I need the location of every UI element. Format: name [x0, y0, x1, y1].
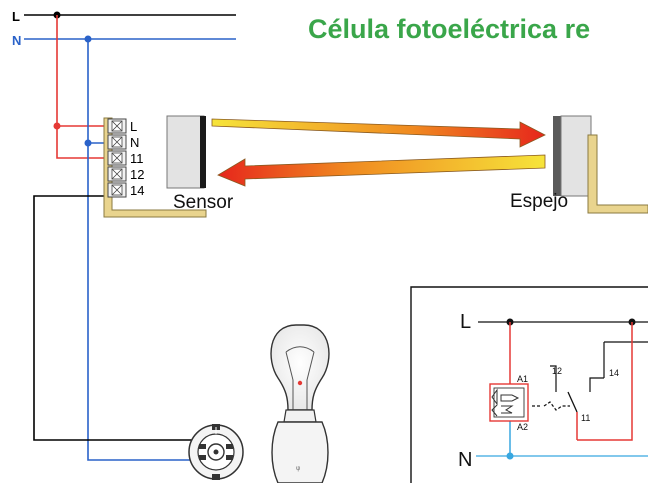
phase-line-label: L	[12, 9, 20, 24]
coil-label-a1: A1	[517, 374, 528, 384]
svg-text:ψ: ψ	[296, 466, 300, 472]
contact-label-11: 11	[581, 413, 590, 423]
light-beams	[211, 118, 546, 187]
coil-label-a2: A2	[517, 422, 528, 432]
sensor-bracket	[103, 117, 207, 218]
emitted-beam-arrow	[211, 118, 546, 148]
contact-no-terminal	[589, 377, 604, 392]
terminal-label-L: L	[130, 119, 137, 134]
terminal-label-N: N	[130, 135, 139, 150]
contact-label-14: 14	[609, 368, 619, 378]
terminal-label-12: 12	[130, 167, 144, 182]
schematic-panel: L N A1 A2 12 11 14	[410, 286, 648, 483]
neutral-line-label: N	[12, 33, 21, 48]
movable-contact	[567, 391, 578, 413]
neutral-wire-to-socket	[87, 39, 210, 461]
neutral-split-junction	[84, 139, 92, 147]
reflected-beam-arrow	[217, 154, 546, 187]
schematic-phase-label: L	[460, 311, 471, 333]
phase-wire-to-11	[56, 126, 108, 159]
neutral-wiring	[87, 39, 210, 461]
mirror-label: Espejo	[510, 191, 568, 212]
switched-wire-14	[33, 195, 210, 441]
terminal-label-14: 14	[130, 183, 144, 198]
lamp-holder	[271, 421, 329, 483]
phase-wiring	[56, 15, 108, 159]
schematic-phase-feed	[577, 322, 633, 441]
supply-lines: L N	[12, 9, 236, 48]
contact-nc-terminal	[550, 365, 557, 392]
diagram-title: Célula fotoeléctrica re	[308, 14, 591, 44]
contact-label-12: 12	[552, 366, 562, 376]
sensor-label: Sensor	[173, 192, 234, 213]
terminal-label-11: 11	[130, 151, 144, 166]
bulb-glass	[270, 324, 330, 411]
phase-wire-to-L	[56, 15, 108, 127]
schematic-neutral-label: N	[458, 449, 472, 471]
terminal-block: L N 11 12 14	[107, 118, 144, 198]
light-bulb: ψ	[270, 324, 330, 483]
lamp-socket	[188, 424, 244, 480]
bulb-filament	[285, 346, 315, 410]
mirror-device: Espejo	[510, 115, 648, 214]
mechanical-link	[532, 401, 570, 411]
schematic-frame	[410, 286, 648, 483]
phase-split-junction	[53, 122, 61, 130]
mirror-bracket	[587, 134, 648, 214]
sensor-device: Sensor	[166, 115, 234, 213]
